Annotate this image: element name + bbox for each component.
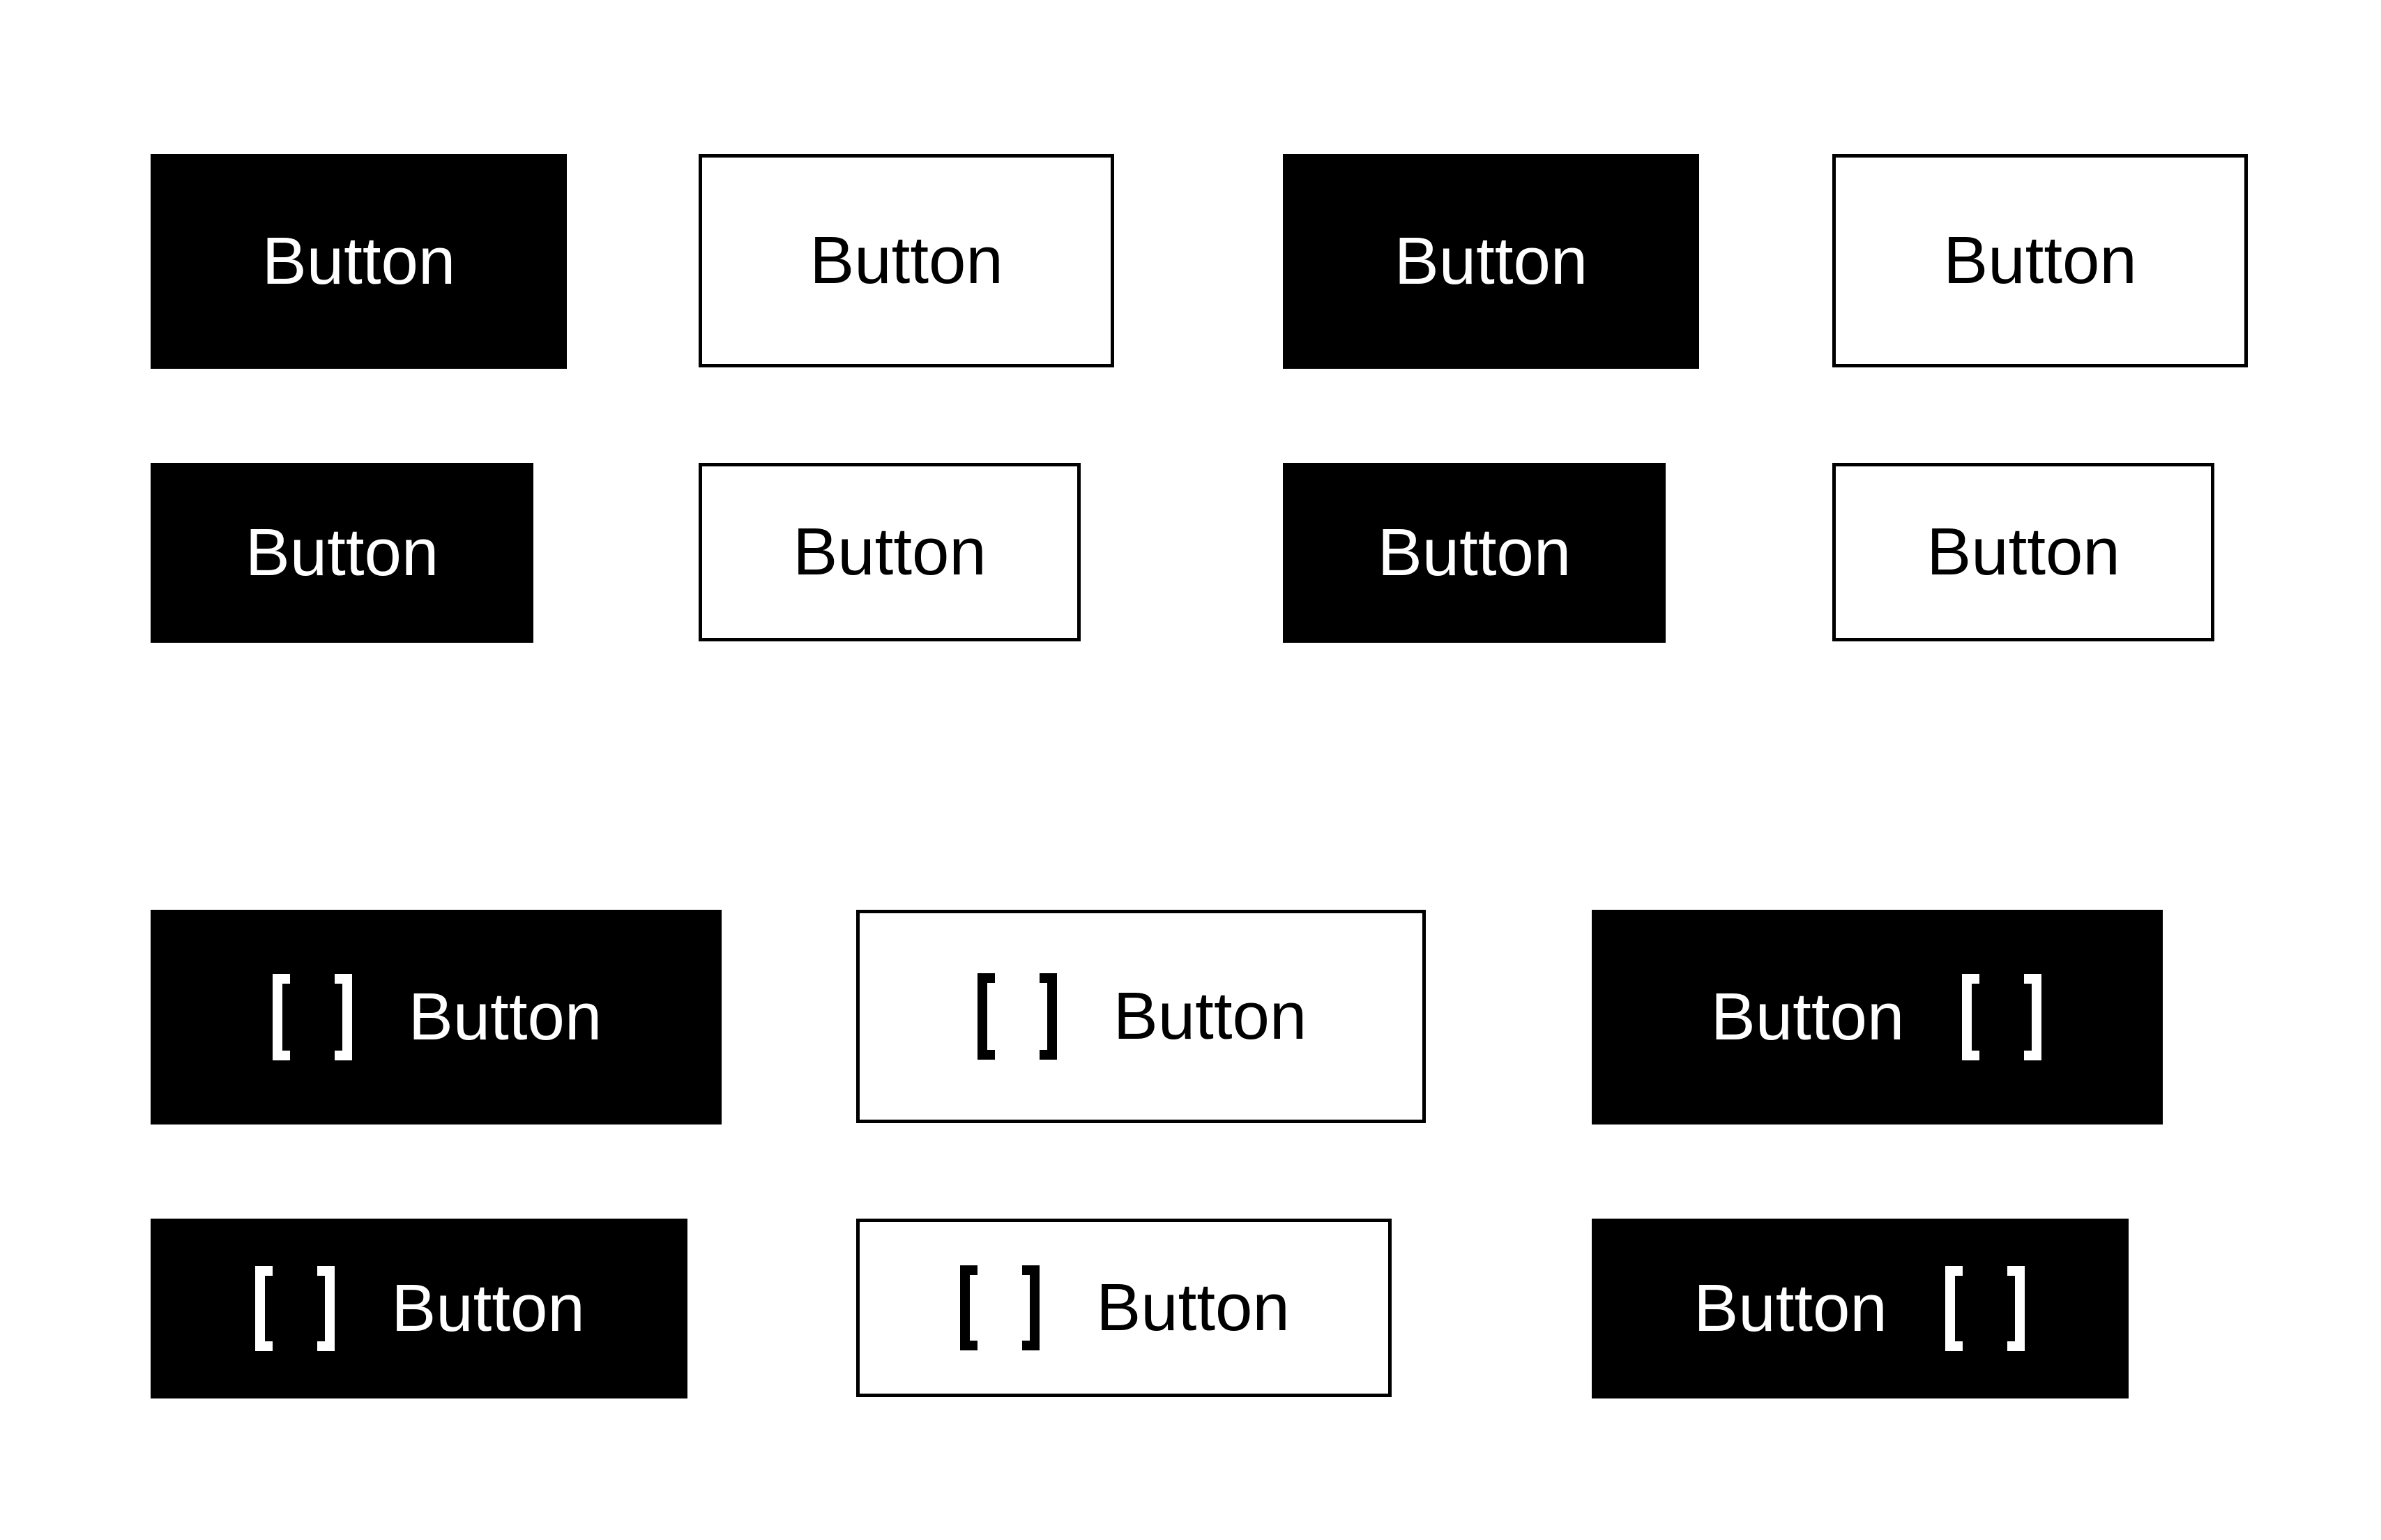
button-label: Button bbox=[1926, 514, 2120, 589]
button-label: Button bbox=[1710, 979, 1905, 1054]
button-label: Button bbox=[1096, 1270, 1290, 1345]
outlined-button-large-1[interactable]: Button bbox=[699, 154, 1114, 367]
button-label: Button bbox=[261, 224, 456, 298]
filled-icon-button-large-leading[interactable]: Button bbox=[151, 910, 722, 1124]
bracket-placeholder-icon bbox=[1943, 1266, 2027, 1351]
bracket-placeholder-icon bbox=[253, 1266, 337, 1351]
button-label: Button bbox=[1113, 979, 1307, 1053]
outlined-button-small-2[interactable]: Button bbox=[1832, 463, 2214, 641]
button-label: Button bbox=[391, 1271, 585, 1345]
button-label: Button bbox=[1394, 224, 1588, 298]
outlined-button-large-2[interactable]: Button bbox=[1832, 154, 2248, 367]
filled-button-small-2[interactable]: Button bbox=[1283, 463, 1666, 643]
outlined-icon-button-large-leading[interactable]: Button bbox=[856, 910, 1426, 1123]
button-label: Button bbox=[1377, 515, 1572, 590]
filled-button-large-1[interactable]: Button bbox=[151, 154, 567, 369]
filled-icon-button-small-trailing[interactable]: Button bbox=[1592, 1219, 2129, 1398]
bracket-placeholder-icon bbox=[975, 973, 1059, 1060]
outlined-icon-button-small-leading[interactable]: Button bbox=[856, 1219, 1392, 1397]
outlined-button-small-1[interactable]: Button bbox=[699, 463, 1081, 641]
button-label: Button bbox=[1943, 223, 2137, 298]
button-label: Button bbox=[245, 515, 439, 590]
button-label: Button bbox=[793, 514, 987, 589]
button-label: Button bbox=[809, 223, 1003, 298]
button-label: Button bbox=[1694, 1271, 1887, 1345]
bracket-placeholder-icon bbox=[1960, 974, 2044, 1060]
bracket-placeholder-icon bbox=[958, 1265, 1042, 1350]
filled-icon-button-large-trailing[interactable]: Button bbox=[1592, 910, 2163, 1124]
bracket-placeholder-icon bbox=[271, 974, 354, 1060]
filled-button-small-1[interactable]: Button bbox=[151, 463, 533, 643]
filled-icon-button-small-leading[interactable]: Button bbox=[151, 1219, 687, 1398]
filled-button-large-2[interactable]: Button bbox=[1283, 154, 1699, 369]
button-label: Button bbox=[408, 979, 602, 1054]
